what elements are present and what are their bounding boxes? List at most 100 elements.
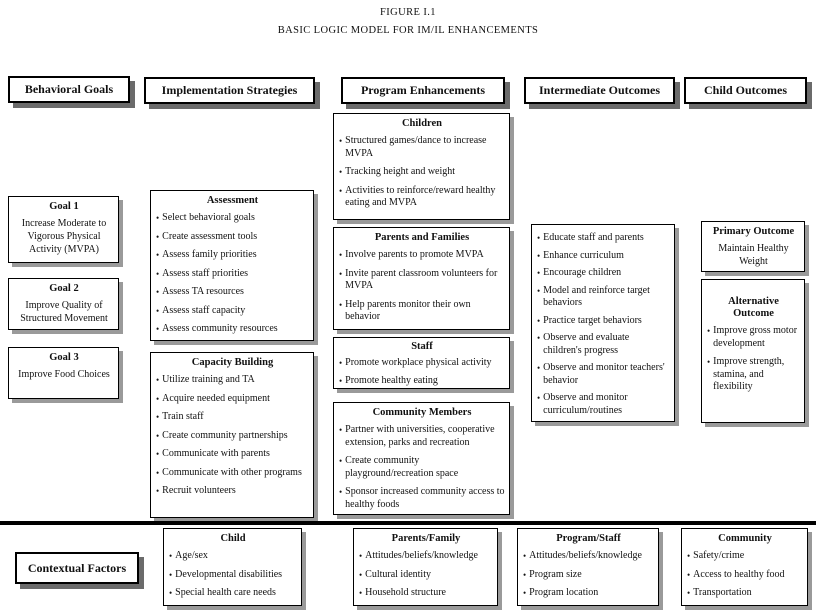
bullet-icon: •	[523, 569, 527, 580]
header-label: Program Enhancements	[360, 83, 486, 97]
intermediate-outcomes-bullet-list: •Educate staff and parents•Enhance curri…	[537, 232, 670, 417]
bullet-text: Enhance curriculum	[543, 249, 624, 261]
bullet-text: Utilize training and TA	[162, 374, 255, 386]
bullet-text: Improve gross motor development	[713, 325, 798, 349]
bullet-icon: •	[339, 167, 343, 178]
bullet-text: Transportation	[693, 587, 752, 599]
bullet-item: •Developmental disabilities	[169, 569, 297, 582]
bullet-icon: •	[156, 231, 160, 242]
bullet-icon: •	[339, 487, 343, 498]
intermediate-outcomes-box: •Educate staff and parents•Enhance curri…	[531, 224, 675, 422]
community-members-box: Community Members •Partner with universi…	[333, 402, 510, 515]
bullet-item: •Age/sex	[169, 550, 297, 563]
bullet-item: •Educate staff and parents	[537, 232, 670, 245]
bullet-item: •Program size	[523, 569, 654, 582]
bullet-text: Communicate with other programs	[162, 466, 302, 478]
bullet-icon: •	[687, 588, 691, 599]
bullet-icon: •	[537, 333, 541, 343]
figure-number: FIGURE I.1	[380, 7, 436, 18]
bullet-text: Promote workplace physical activity	[345, 357, 492, 369]
bullet-text: Developmental disabilities	[175, 568, 283, 580]
bullet-icon: •	[359, 588, 363, 599]
bullet-icon: •	[156, 393, 160, 404]
bullet-icon: •	[339, 185, 343, 196]
bullet-icon: •	[339, 299, 343, 310]
children-bullet-list: •Structured games/dance to increase MVPA…	[339, 135, 505, 210]
bullet-icon: •	[156, 467, 160, 478]
bullet-icon: •	[359, 551, 363, 562]
bullet-text: Select behavioral goals	[162, 212, 255, 224]
header-label: Child Outcomes	[703, 83, 787, 97]
bullet-text: Program location	[529, 587, 599, 599]
contextual-program-staff-box: Program/Staff •Attitudes/beliefs/knowled…	[517, 528, 659, 606]
primary-outcome-box: Primary Outcome Maintain Healthy Weight	[701, 221, 805, 272]
section-divider-line	[0, 521, 816, 525]
bullet-item: •Communicate with parents	[156, 448, 309, 461]
box-title: Goal 1	[49, 201, 79, 212]
bullet-text: Tracking height and weight	[345, 166, 456, 178]
bullet-item: •Enhance curriculum	[537, 250, 670, 263]
box-title: Child	[220, 533, 246, 544]
bullet-icon: •	[523, 588, 527, 599]
bullet-item: •Create community playground/recreation …	[339, 455, 505, 480]
bullet-item: •Structured games/dance to increase MVPA	[339, 135, 505, 160]
bullet-text: Attitudes/beliefs/knowledge	[529, 550, 642, 562]
bullet-icon: •	[169, 551, 173, 562]
box-title: Alternative Outcome	[728, 296, 779, 320]
bullet-item: •Create community partnerships	[156, 430, 309, 443]
bullet-item: •Observe and monitor teachers' behavior	[537, 362, 670, 387]
bullet-text: Train staff	[162, 411, 204, 423]
bullet-item: •Acquire needed equipment	[156, 393, 309, 406]
bullet-icon: •	[537, 233, 541, 243]
box-title: Goal 2	[49, 283, 79, 294]
goal-3-box: Goal 3 Improve Food Choices	[8, 347, 119, 399]
bullet-text: Involve parents to promote MVPA	[345, 249, 484, 261]
parents-families-bullet-list: •Involve parents to promote MVPA•Invite …	[339, 249, 505, 324]
goal-2-box: Goal 2 Improve Quality of Structured Mov…	[8, 278, 119, 330]
contextual-parents-family-box: Parents/Family •Attitudes/beliefs/knowle…	[353, 528, 498, 606]
box-title: Staff	[411, 341, 433, 352]
bullet-text: Age/sex	[175, 550, 208, 562]
bullet-icon: •	[156, 305, 160, 316]
box-body: Maintain Healthy Weight	[718, 243, 789, 267]
bullet-item: •Sponsor increased community access to h…	[339, 486, 505, 511]
header-label: Intermediate Outcomes	[539, 83, 660, 97]
bullet-text: Assess staff capacity	[162, 304, 246, 316]
bullet-icon: •	[339, 136, 343, 147]
alternative-outcome-bullet-list: •Improve gross motor development•Improve…	[707, 325, 800, 394]
bullet-icon: •	[339, 268, 343, 279]
box-body: Increase Moderate to Vigorous Physical A…	[21, 218, 107, 255]
bullet-icon: •	[156, 250, 160, 261]
box-title: Parents/Family	[391, 533, 461, 544]
bullet-text: Cultural identity	[365, 568, 431, 580]
bullet-icon: •	[339, 456, 343, 467]
bullet-icon: •	[156, 412, 160, 423]
bullet-item: •Access to healthy food	[687, 569, 803, 582]
bullet-text: Assess TA resources	[162, 286, 244, 298]
capacity-building-box: Capacity Building •Utilize training and …	[150, 352, 314, 518]
bullet-item: •Promote healthy eating	[339, 375, 505, 388]
bullet-item: •Involve parents to promote MVPA	[339, 249, 505, 262]
parents-families-box: Parents and Families •Involve parents to…	[333, 227, 510, 330]
bullet-icon: •	[687, 551, 691, 562]
header-label: Contextual Factors	[27, 560, 127, 575]
box-title: Community	[718, 533, 772, 544]
bullet-text: Household structure	[365, 587, 446, 599]
staff-box: Staff •Promote workplace physical activi…	[333, 337, 510, 389]
contextual-parents-family-bullet-list: •Attitudes/beliefs/knowledge•Cultural id…	[359, 550, 493, 600]
header-child-outcomes: Child Outcomes	[684, 77, 807, 104]
contextual-community-box: Community •Safety/crime•Access to health…	[681, 528, 808, 606]
bullet-item: •Communicate with other programs	[156, 467, 309, 480]
bullet-text: Special health care needs	[175, 587, 276, 599]
children-box: Children •Structured games/dance to incr…	[333, 113, 510, 220]
bullet-item: •Utilize training and TA	[156, 374, 309, 387]
bullet-text: Acquire needed equipment	[162, 392, 270, 404]
bullet-text: Assess family priorities	[162, 249, 257, 261]
header-label: Behavioral Goals	[24, 82, 114, 96]
bullet-text: Access to healthy food	[693, 568, 785, 580]
bullet-text: Attitudes/beliefs/knowledge	[365, 550, 478, 562]
bullet-item: •Tracking height and weight	[339, 166, 505, 179]
assessment-bullet-list: •Select behavioral goals•Create assessme…	[156, 212, 309, 336]
staff-bullet-list: •Promote workplace physical activity•Pro…	[339, 357, 505, 387]
header-behavioral-goals: Behavioral Goals	[8, 76, 130, 103]
